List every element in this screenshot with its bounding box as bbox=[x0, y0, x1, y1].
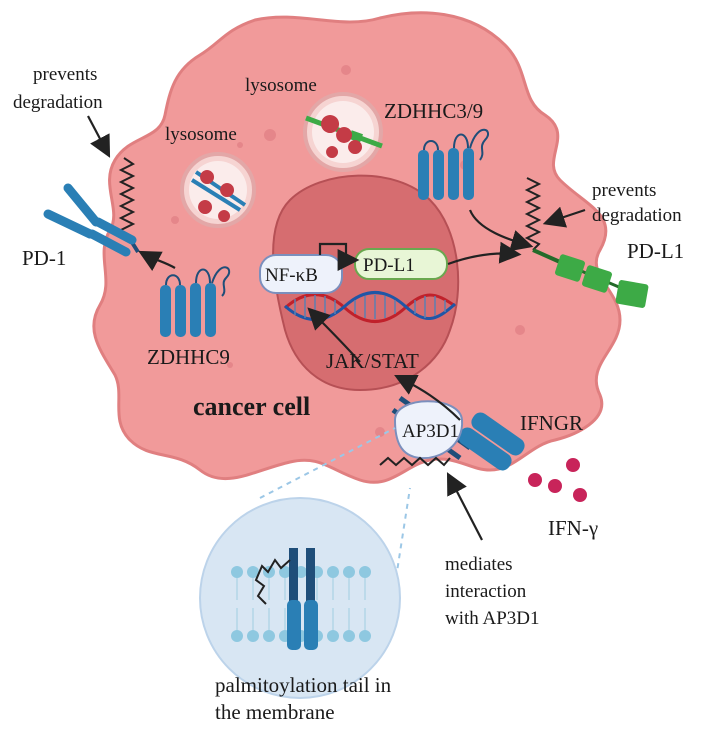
jak-stat-label: JAK/STAT bbox=[326, 349, 419, 373]
mediates-line2: interaction bbox=[445, 581, 527, 602]
prevents-degradation-left-line1: prevents bbox=[33, 64, 97, 85]
pathway-arrows bbox=[87, 115, 586, 541]
prevents-degradation-right-line2: degradation bbox=[592, 205, 682, 226]
ap3d1-label: AP3D1 bbox=[402, 421, 459, 442]
nucleus bbox=[272, 174, 460, 392]
mediates-line3: with AP3D1 bbox=[445, 608, 540, 629]
pdl1-protein-icon bbox=[524, 177, 649, 308]
nfkb-label: NF-κB bbox=[265, 265, 318, 286]
prevents-degradation-left-line2: degradation bbox=[13, 92, 103, 113]
pd1-label: PD-1 bbox=[22, 246, 66, 270]
ap3d1-complex bbox=[379, 400, 464, 467]
nfkb-box bbox=[259, 254, 343, 294]
ifn-gamma-label: IFN-γ bbox=[548, 516, 598, 540]
zdhhc3-9-label: ZDHHC3/9 bbox=[384, 99, 483, 123]
zdhhc9-enzyme-icon bbox=[160, 266, 231, 337]
prevents-degradation-right-line1: prevents bbox=[592, 180, 656, 201]
pdl1-right-label: PD-L1 bbox=[627, 239, 684, 263]
lysosome-left-label: lysosome bbox=[165, 124, 237, 145]
palmitoylation-line2: the membrane bbox=[215, 700, 335, 724]
mediates-line1: mediates bbox=[445, 554, 513, 575]
pdl1-box-label: PD-L1 bbox=[363, 255, 415, 276]
pd1-antibody-icon bbox=[43, 157, 140, 257]
zdhhc9-label: ZDHHC9 bbox=[147, 345, 230, 369]
cancer-cell-label: cancer cell bbox=[193, 392, 310, 421]
lysosome-top-icon bbox=[303, 92, 383, 172]
lysosome-top-label: lysosome bbox=[245, 75, 317, 96]
ifn-gamma-ligand-icon bbox=[528, 458, 587, 502]
zdhhc3-9-enzyme-icon bbox=[418, 128, 489, 200]
palmitoylation-line1: palmitoylation tail in bbox=[215, 673, 392, 697]
zoom-callout bbox=[199, 427, 411, 699]
ifngr-label: IFNGR bbox=[520, 411, 583, 435]
lysosome-left-icon bbox=[180, 152, 256, 228]
membrane-bilayer-icon bbox=[231, 548, 371, 650]
membrane-zoom-circle bbox=[199, 497, 401, 699]
